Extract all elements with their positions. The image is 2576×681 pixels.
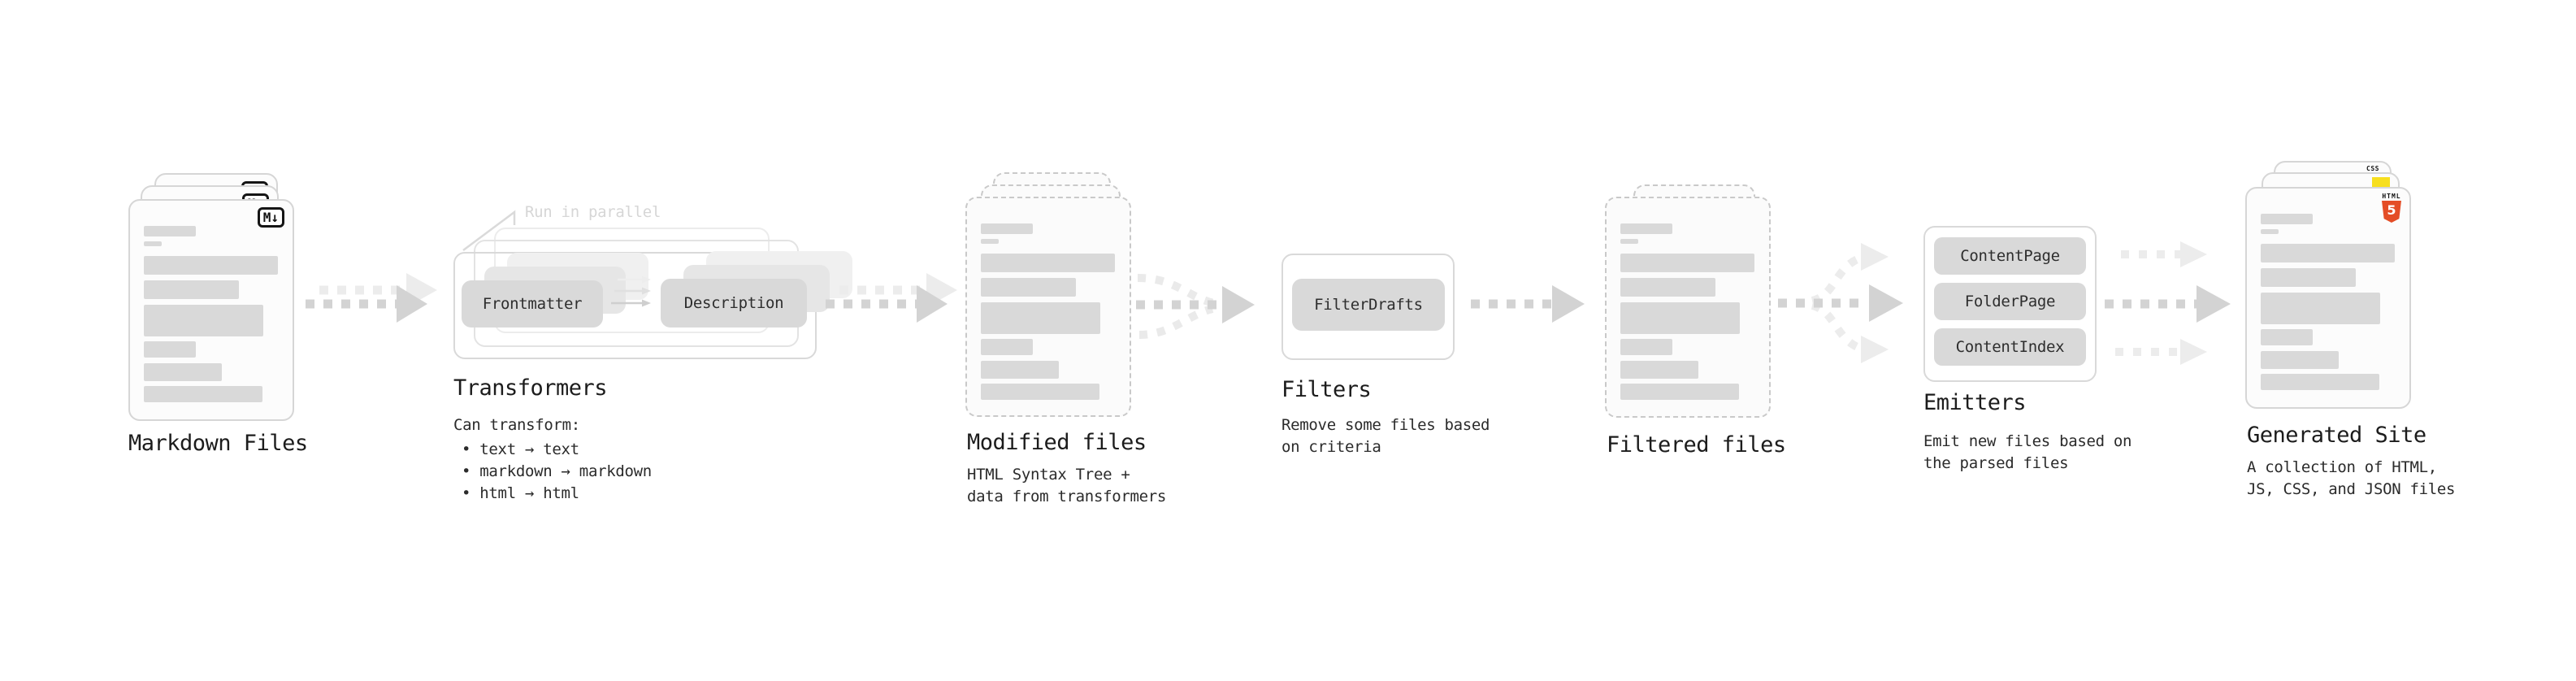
- file-card-front: [965, 197, 1131, 417]
- file-card-front: M↓: [128, 199, 294, 421]
- arrowhead: [917, 285, 948, 323]
- stage-label: Modified files: [967, 430, 1147, 455]
- arrow-emitters-to-generated: [2105, 241, 2231, 365]
- file-card-front: [1605, 197, 1771, 418]
- arrowhead: [1222, 286, 1255, 323]
- text-line-placeholder: [1620, 239, 1638, 244]
- stage-description: Emit new files based on the parsed files: [1923, 432, 2132, 472]
- emitter-pill-contentpage: ContentPage: [1934, 237, 2086, 275]
- text-line-placeholder: [1620, 254, 1754, 272]
- arrowhead-top: [2180, 241, 2207, 267]
- stage-description-title: Can transform:: [453, 416, 580, 434]
- arrowhead-bottom: [1861, 336, 1889, 363]
- text-line-placeholder: [2261, 329, 2313, 345]
- text-line-placeholder: [981, 361, 1059, 379]
- text-line-placeholder: [2261, 214, 2313, 224]
- text-line-placeholder: [144, 305, 263, 336]
- arrowhead-bottom: [2180, 339, 2207, 365]
- file-card-front: HTML 5: [2245, 187, 2411, 409]
- bullet-item: • text → text: [462, 440, 579, 458]
- arrow-markdown-to-transformers: [306, 273, 437, 323]
- text-line-placeholder: [2261, 293, 2380, 324]
- text-line-placeholder: [981, 278, 1076, 297]
- arrowhead: [397, 285, 427, 323]
- arrowhead: [1552, 285, 1585, 323]
- text-line-placeholder: [144, 386, 262, 402]
- text-line-placeholder: [2261, 351, 2339, 369]
- text-line-placeholder: [144, 226, 196, 236]
- stage-label: Filters: [1281, 377, 1372, 402]
- text-line-placeholder: [2261, 244, 2395, 262]
- emitter-pill-contentindex: ContentIndex: [1934, 328, 2086, 366]
- stage-label: Emitters: [1923, 390, 2027, 415]
- transformer-pill-description: Description: [661, 279, 807, 327]
- stage-label: Markdown Files: [128, 431, 308, 456]
- text-line-placeholder: [1620, 223, 1672, 234]
- text-line-placeholder: [981, 223, 1033, 234]
- html5-icon: HTML 5: [2380, 193, 2403, 223]
- stage-description: Remove some files based on criteria: [1281, 416, 1490, 456]
- text-line-placeholder: [981, 384, 1099, 400]
- stage-description: HTML Syntax Tree + data from transformer…: [967, 466, 1167, 505]
- arrow-modified-to-filters: [1136, 274, 1255, 339]
- text-line-placeholder: [144, 363, 222, 381]
- text-line-placeholder: [981, 239, 999, 244]
- text-line-placeholder: [1620, 361, 1698, 379]
- bullet-item: • markdown → markdown: [462, 462, 652, 480]
- text-line-placeholder: [2261, 268, 2356, 287]
- arrowhead-middle: [1869, 284, 1903, 322]
- parallel-note: Run in parallel: [525, 203, 661, 221]
- note-leader-line: [462, 210, 516, 252]
- arrowhead-middle: [2197, 285, 2231, 323]
- arrow-filtered-to-emitters: [1778, 243, 1903, 363]
- filter-pill-filterdrafts: FilterDrafts: [1292, 279, 1445, 331]
- stage-description: A collection of HTML, JS, CSS, and JSON …: [2247, 458, 2456, 498]
- text-line-placeholder: [1620, 278, 1715, 297]
- text-line-placeholder: [144, 280, 239, 299]
- text-line-placeholder: [1620, 339, 1672, 355]
- text-line-placeholder: [981, 302, 1100, 334]
- text-line-placeholder: [144, 341, 196, 358]
- text-line-placeholder: [2261, 374, 2379, 390]
- parallel-arrows: [611, 275, 651, 307]
- js-icon: [2372, 177, 2390, 189]
- text-line-placeholder: [981, 339, 1033, 355]
- markdown-icon: M↓: [257, 207, 284, 228]
- text-line-placeholder: [2261, 229, 2279, 234]
- transformer-pill-frontmatter: Frontmatter: [462, 280, 603, 327]
- text-line-placeholder: [1620, 384, 1739, 400]
- bullet-item: • html → html: [462, 484, 579, 502]
- stage-label: Generated Site: [2247, 423, 2426, 448]
- arrow-filters-to-filtered: [1471, 285, 1585, 323]
- text-line-placeholder: [144, 241, 162, 246]
- stage-label: Filtered files: [1607, 432, 1786, 458]
- arrowhead-top: [1861, 243, 1889, 271]
- text-line-placeholder: [1620, 302, 1740, 334]
- stage-label: Transformers: [453, 375, 608, 401]
- arrow-transformers-to-modified: [826, 273, 957, 323]
- emitter-pill-folderpage: FolderPage: [1934, 283, 2086, 320]
- text-line-placeholder: [144, 256, 278, 275]
- text-line-placeholder: [981, 254, 1115, 272]
